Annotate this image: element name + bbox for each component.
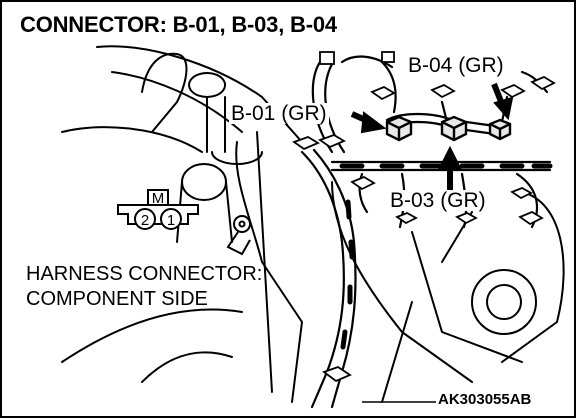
target-connectors [385, 115, 512, 142]
ground-terminal [226, 215, 251, 256]
figure-title: CONNECTOR: B-01, B-03, B-04 [20, 12, 337, 37]
harness-connector-caption: HARNESS CONNECTOR: COMPONENT SIDE [26, 264, 262, 314]
harness-caption-line1: HARNESS CONNECTOR: [26, 263, 263, 285]
arrow-b04-head [493, 96, 514, 121]
harness-tape [339, 163, 553, 350]
connector-label-b03: B-03 (GR) [388, 189, 488, 212]
pointer-arrows [350, 82, 514, 403]
connector-face-symbol: M 2 1 [117, 189, 199, 230]
figure-code: AK303055AB [436, 391, 534, 408]
pin-1-label: 1 [167, 212, 175, 229]
connector-label-b04: B-04 (GR) [406, 54, 506, 77]
pin-2-label: 2 [141, 212, 149, 229]
connector-blocks [292, 51, 556, 383]
connector-label-b01: B-01 (GR) [229, 102, 329, 125]
harness-caption-line2: COMPONENT SIDE [26, 288, 208, 310]
arrow-b01-head [360, 111, 387, 134]
arrow-b03-head [438, 145, 462, 169]
face-tab-label: M [152, 190, 165, 207]
